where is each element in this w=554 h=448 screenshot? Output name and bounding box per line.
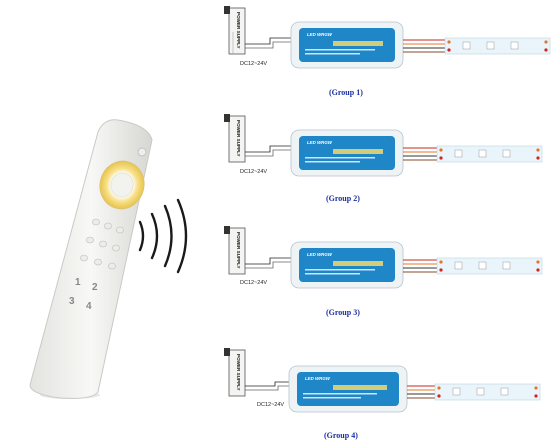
led-controller-icon: LED WRGW (290, 129, 404, 177)
group-2: POWER SUPPLY DC12~24V LED WRGW (215, 108, 554, 213)
svg-text:LED WRGW: LED WRGW (307, 252, 333, 257)
output-wires (407, 385, 437, 399)
remote-control: 1 2 3 4 (29, 119, 188, 399)
voltage-label: DC12~24V (240, 169, 267, 175)
voltage-label: DC12~24V (240, 61, 267, 67)
group-wiring: POWER SUPPLY DC12~24V LED WRGW (224, 114, 543, 177)
group-label: (Group 4) (324, 431, 358, 440)
svg-text:POWER SUPPLY: POWER SUPPLY (236, 232, 241, 269)
output-wires (403, 39, 447, 53)
power-supply-icon: POWER SUPPLY (224, 6, 246, 55)
svg-text:LED WRGW: LED WRGW (307, 140, 333, 145)
remote-keypad (80, 218, 124, 270)
remote-key-3: 3 (69, 296, 75, 307)
led-strip-icon (434, 383, 541, 401)
voltage-label: DC12~24V (257, 402, 284, 408)
group-3: POWER SUPPLY DC12~24V LED WRGW (215, 222, 554, 327)
power-button-icon (137, 147, 147, 157)
output-wires (403, 259, 439, 273)
led-controller-icon: LED WRGW (290, 21, 404, 69)
group-1: POWER SUPPLY DC12~24V LED WRGW (215, 2, 554, 107)
group-label: (Group 1) (329, 88, 363, 97)
svg-text:POWER SUPPLY: POWER SUPPLY (236, 120, 241, 157)
group-label: (Group 2) (326, 194, 360, 203)
svg-text:POWER SUPPLY: POWER SUPPLY (236, 354, 241, 391)
group-wiring: POWER SUPPLY DC12~24V LED WRGW (224, 6, 551, 69)
svg-text:POWER SUPPLY: POWER SUPPLY (236, 12, 241, 49)
group-4: POWER SUPPLY DC12~24V LED WRGW (215, 342, 554, 447)
group-wiring: POWER SUPPLY DC12~24V LED WRGW (224, 226, 543, 289)
group-wiring: POWER SUPPLY DC12~24V LED WRGW (224, 348, 541, 413)
led-controller-icon: LED WRGW (290, 241, 404, 289)
power-supply-icon: POWER SUPPLY (224, 114, 246, 163)
led-strip-icon (436, 257, 543, 275)
output-wires (403, 147, 439, 161)
svg-text:LED WRGW: LED WRGW (307, 32, 333, 37)
remote-body (29, 119, 153, 399)
remote-key-4: 4 (86, 301, 92, 312)
remote-key-1: 1 (75, 277, 81, 288)
group-label: (Group 3) (326, 308, 360, 317)
voltage-label: DC12~24V (240, 280, 267, 286)
wireless-signal-icon (138, 198, 188, 274)
led-controller-icon: LED WRGW (288, 365, 408, 413)
power-supply-icon: POWER SUPPLY (224, 226, 246, 275)
svg-text:LED WRGW: LED WRGW (305, 376, 331, 381)
color-temperature-dial-icon (99, 160, 145, 210)
led-strip-icon (444, 37, 551, 55)
power-supply-icon: POWER SUPPLY (224, 348, 246, 397)
led-strip-icon (436, 145, 543, 163)
remote-key-2: 2 (92, 282, 98, 293)
